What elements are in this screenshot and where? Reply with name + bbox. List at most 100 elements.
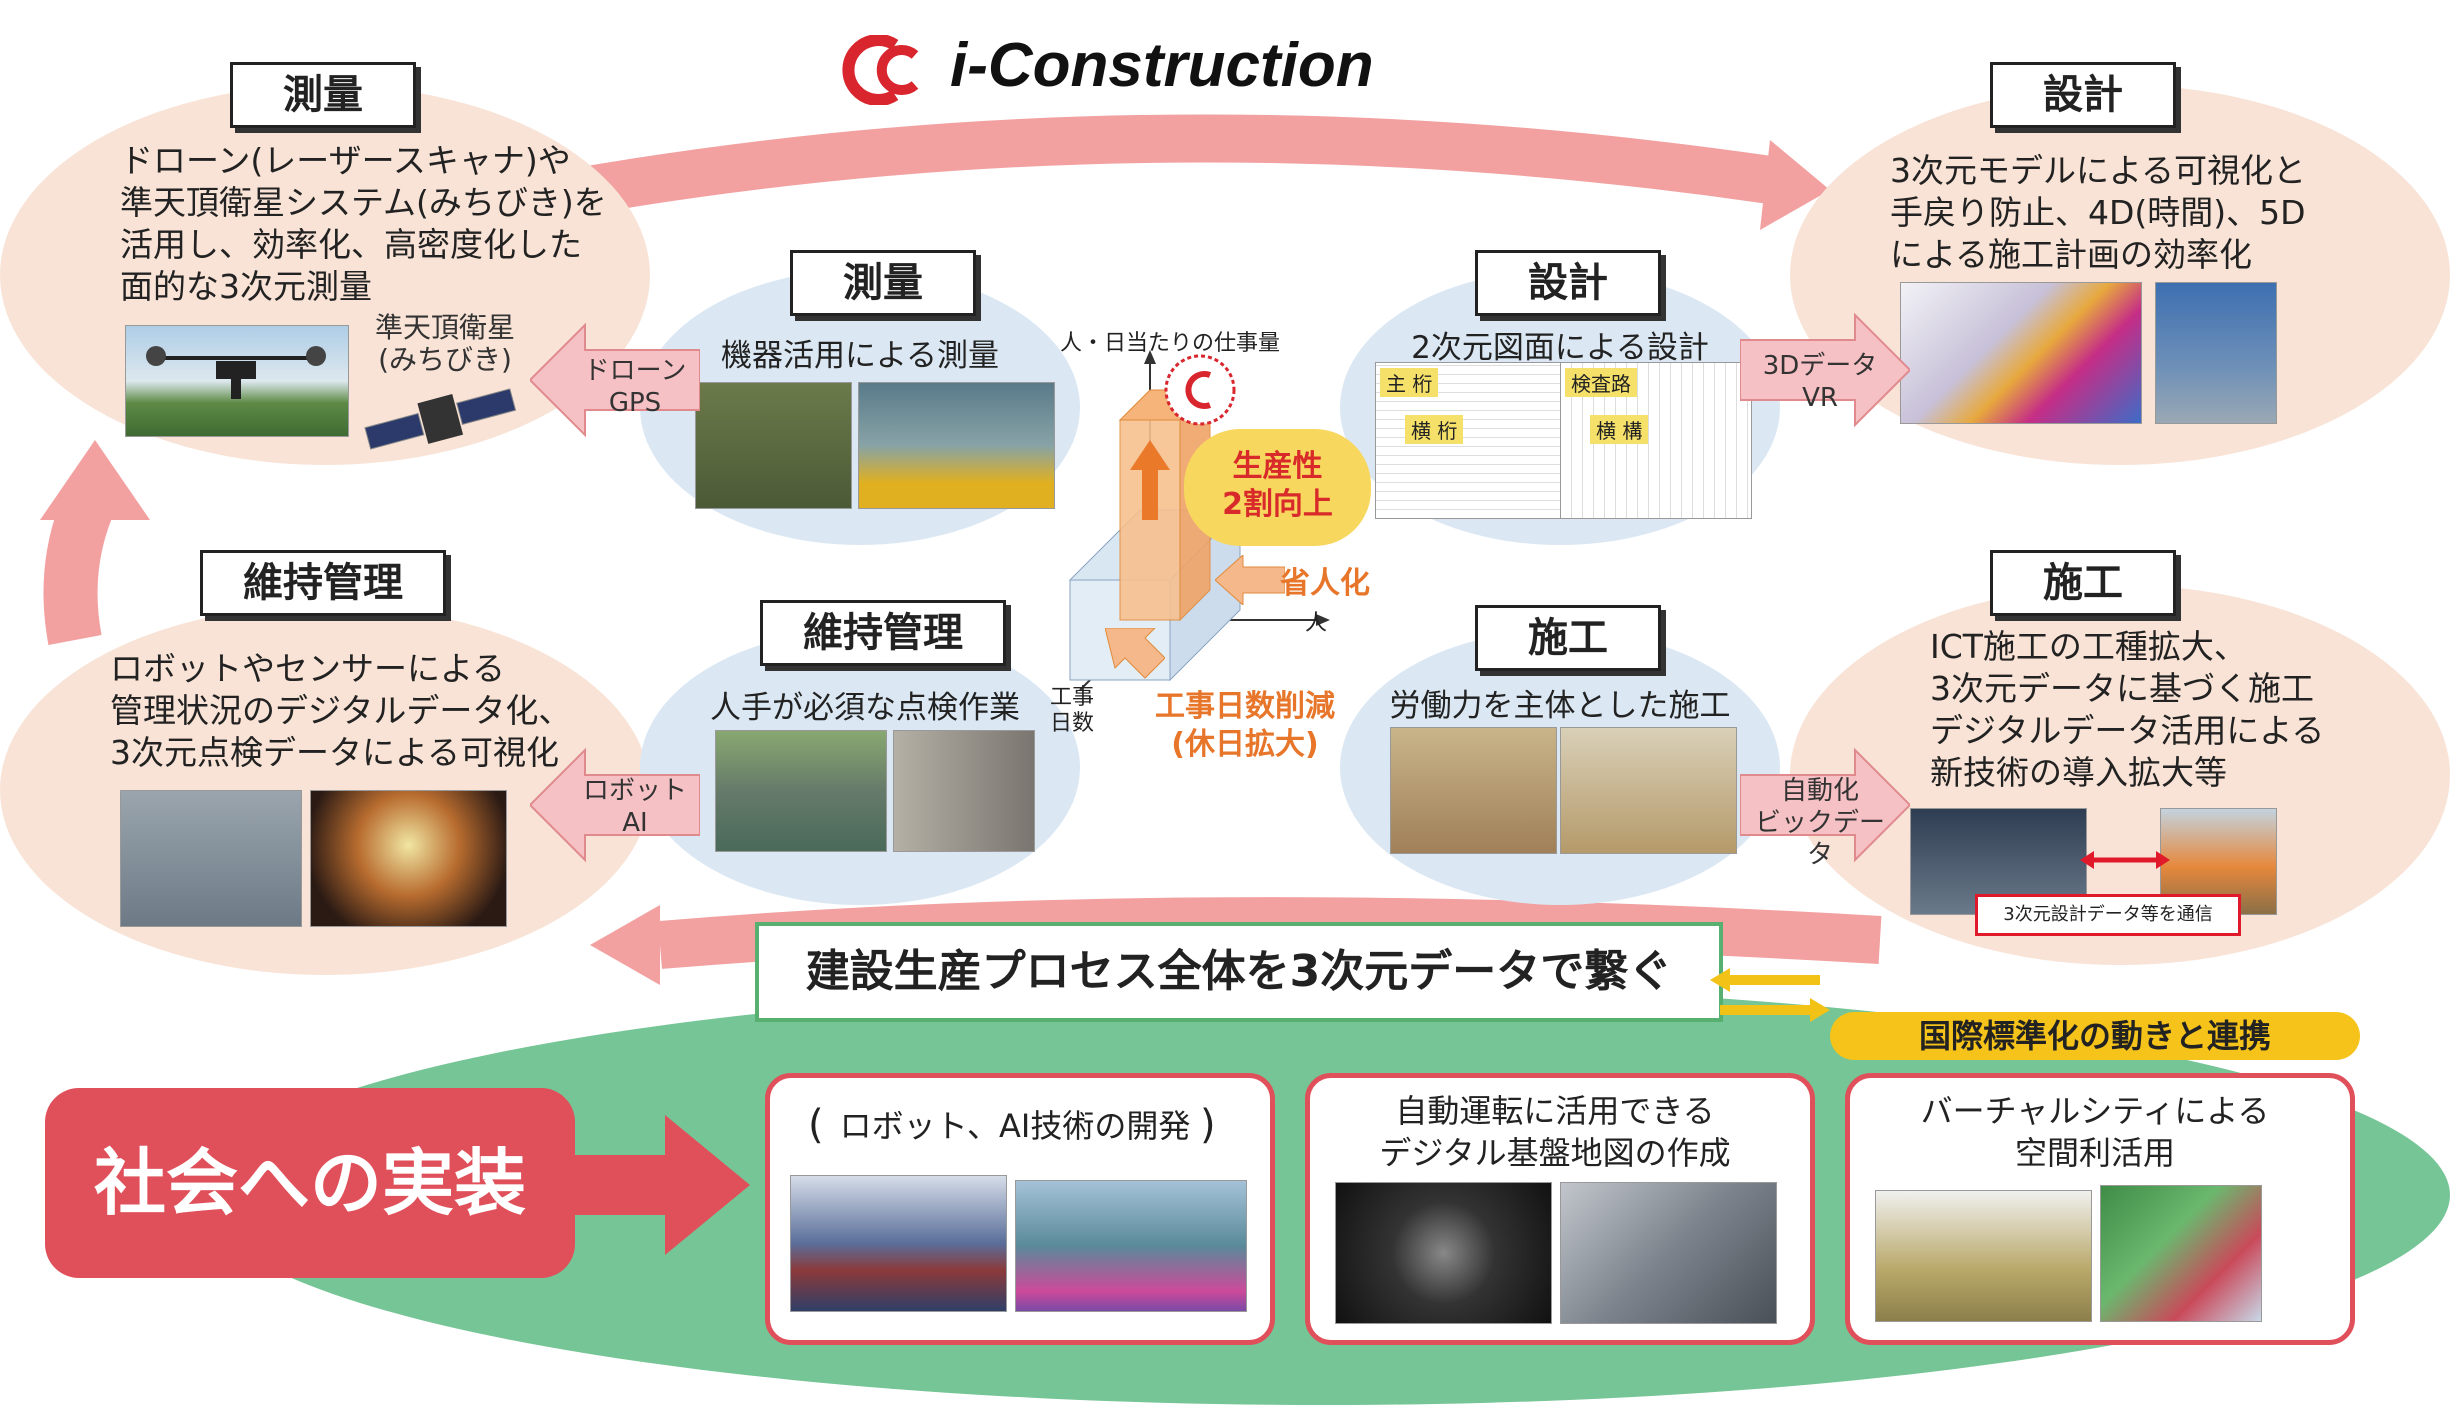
constr-inner-caption: 労働力を主体とした施工 xyxy=(1389,688,1731,724)
text-line: デジタルデータ活用による xyxy=(1930,711,2325,750)
x-axis-label: 人 xyxy=(1305,611,1328,636)
survey-boat-photo xyxy=(858,382,1055,509)
bracket-right: ) xyxy=(1200,1102,1216,1148)
label-line: バーチャルシティによる xyxy=(1920,1092,2270,1130)
days-reduction-label: 工事日数削減 (休日拡大) xyxy=(1125,688,1365,764)
seal-badge-icon xyxy=(1164,354,1236,426)
inspection-drone-photo xyxy=(120,790,302,927)
maint-connector-label: ロボット AI xyxy=(580,775,690,839)
constr-outer-tag: 施工 xyxy=(1990,550,2176,616)
label-line: ロボット xyxy=(582,776,687,806)
roller-photo xyxy=(1560,727,1737,854)
satellite-label: 準天頂衛星 (みちびき) xyxy=(360,312,530,376)
text-line: 3次元データに基づく施工 xyxy=(1930,669,2314,708)
design-outer-text: 3次元モデルによる可視化と 手戻り防止、4D(時間)、5D による施工計画の効率… xyxy=(1890,150,2410,276)
text-line: 新技術の導入拡大等 xyxy=(1930,753,2227,792)
label-line: 3Dデータ xyxy=(1762,351,1878,381)
label-line: 日数 xyxy=(1050,711,1095,736)
logo-text: i-Construction xyxy=(950,31,1374,100)
concrete-inspection-photo xyxy=(893,730,1035,852)
intl-banner: 国際標準化の動きと連携 xyxy=(1830,1012,2360,1060)
communication-arrow-icon xyxy=(2080,851,2170,869)
society-box-virtual-caption: バーチャルシティによる 空間利活用 xyxy=(1870,1090,2320,1174)
text-line: 面的な3次元測量 xyxy=(120,267,372,306)
days-reduction-arrow xyxy=(1105,628,1165,679)
maint-inner-tag: 維持管理 xyxy=(760,600,1006,666)
drawing-label: 主 桁 xyxy=(1380,368,1439,397)
point-cloud-city-photo xyxy=(1560,1182,1777,1324)
survey-inner-caption: 機器活用による測量 xyxy=(720,338,1000,374)
label-line: 自動運転に活用できる xyxy=(1395,1092,1715,1130)
constr-inner-tag: 施工 xyxy=(1475,605,1661,671)
text-line: 手戻り防止、4D(時間)、5D xyxy=(1890,193,2306,232)
survey-inner-tag: 測量 xyxy=(790,250,976,316)
survey-field-photo xyxy=(695,382,852,509)
ai-terrain-photo xyxy=(1015,1180,1247,1312)
vr-worker-photo xyxy=(2155,282,2277,424)
z-axis-label: 工事 日数 xyxy=(1050,685,1094,737)
maint-outer-tag: 維持管理 xyxy=(200,550,446,616)
workers-photo xyxy=(1390,727,1557,854)
text-line: ICT施工の工種拡大、 xyxy=(1930,627,2247,666)
text-line: 3次元点検データによる可視化 xyxy=(110,733,560,772)
label-line: (みちびき) xyxy=(378,343,512,376)
society-box-ai-caption: ロボット、AI技術の開発 xyxy=(790,1105,1240,1147)
tunnel-robot-photo xyxy=(310,790,507,927)
design-inner-caption: 2次元図面による設計 xyxy=(1411,330,1709,366)
society-arrow xyxy=(555,1115,750,1255)
labor-saving-label: 省人化 xyxy=(1280,566,1370,601)
virtual-city-photo xyxy=(1875,1190,2092,1322)
label-line: デジタル基盤地図の作成 xyxy=(1379,1134,1731,1172)
maint-inner-caption: 人手が必須な点検作業 xyxy=(710,690,1020,726)
center-banner: 建設生産プロセス全体を3次元データで繋ぐ xyxy=(755,922,1723,1022)
label-line: ビックデータ xyxy=(1754,808,1885,870)
terrain-model-photo xyxy=(2100,1185,2262,1322)
comm-note: 3次元設計データ等を通信 xyxy=(1975,894,2241,936)
label-line: 空間利活用 xyxy=(2014,1134,2175,1172)
design-outer-tag: 設計 xyxy=(1990,62,2176,128)
3d-model-photo xyxy=(1900,282,2142,424)
constr-connector-label: 自動化 ビックデータ xyxy=(1745,775,1895,871)
maint-outer-text: ロボットやセンサーによる 管理状況のデジタルデータ化、 3次元点検データによる可… xyxy=(110,648,630,774)
bracket-left: ( xyxy=(808,1102,824,1148)
text-line: 活用し、効率化、高密度化した xyxy=(120,225,582,264)
label-line: AI xyxy=(622,808,648,838)
sync-arrows-icon xyxy=(1710,968,1830,1022)
text-line: 準天頂衛星システム(みちびき)を xyxy=(120,183,607,222)
y-axis-label: 人・日当たりの仕事量 xyxy=(1060,331,1281,356)
point-cloud-road-photo xyxy=(1335,1182,1552,1324)
robot-render-photo xyxy=(790,1175,1007,1312)
society-label: 社会への実装 xyxy=(45,1088,575,1278)
survey-outer-tag: 測量 xyxy=(230,62,416,128)
design-connector-arrow xyxy=(1740,312,1910,428)
text-line: 3次元モデルによる可視化と xyxy=(1890,151,2307,190)
constr-outer-text: ICT施工の工種拡大、 3次元データに基づく施工 デジタルデータ活用による 新技… xyxy=(1930,626,2390,794)
survey-connector-label: ドローン GPS xyxy=(580,355,690,419)
drone-icon xyxy=(146,346,326,399)
logo: i-Construction xyxy=(835,30,1455,110)
label-line: VR xyxy=(1802,383,1838,413)
text-line: による施工計画の効率化 xyxy=(1890,235,2253,274)
drawing-label: 横 構 xyxy=(1590,415,1649,444)
design-inner-tag: 設計 xyxy=(1475,250,1661,316)
constr-connector-arrow xyxy=(1740,747,1910,863)
text-line: 管理状況のデジタルデータ化、 xyxy=(110,691,572,730)
text-line: ドローン(レーザースキャナ)や xyxy=(120,141,571,180)
label-line: ドローン xyxy=(583,356,687,386)
productivity-label: 生産性 2割向上 xyxy=(1190,448,1365,524)
labor-saving-arrow xyxy=(1215,555,1285,605)
label-line: GPS xyxy=(608,388,662,418)
label-line: 生産性 xyxy=(1232,449,1323,484)
label-line: 2割向上 xyxy=(1222,487,1333,522)
label-line: 自動化 xyxy=(1780,776,1859,806)
label-line: ロボット、AI技術の開発 xyxy=(839,1107,1191,1145)
design-connector-label: 3Dデータ VR xyxy=(1755,350,1885,414)
productivity-cloud xyxy=(1190,435,1365,540)
survey-connector-arrow xyxy=(530,322,700,438)
drone-photo xyxy=(125,325,349,437)
logo-mark-icon xyxy=(842,35,919,105)
bridge-inspection-photo xyxy=(715,730,887,852)
survey-outer-text: ドローン(レーザースキャナ)や 準天頂衛星システム(みちびき)を 活用し、効率化… xyxy=(120,140,640,308)
drawing-label: 横 桁 xyxy=(1405,415,1464,444)
society-box-map-caption: 自動運転に活用できる デジタル基盤地図の作成 xyxy=(1330,1090,1780,1174)
